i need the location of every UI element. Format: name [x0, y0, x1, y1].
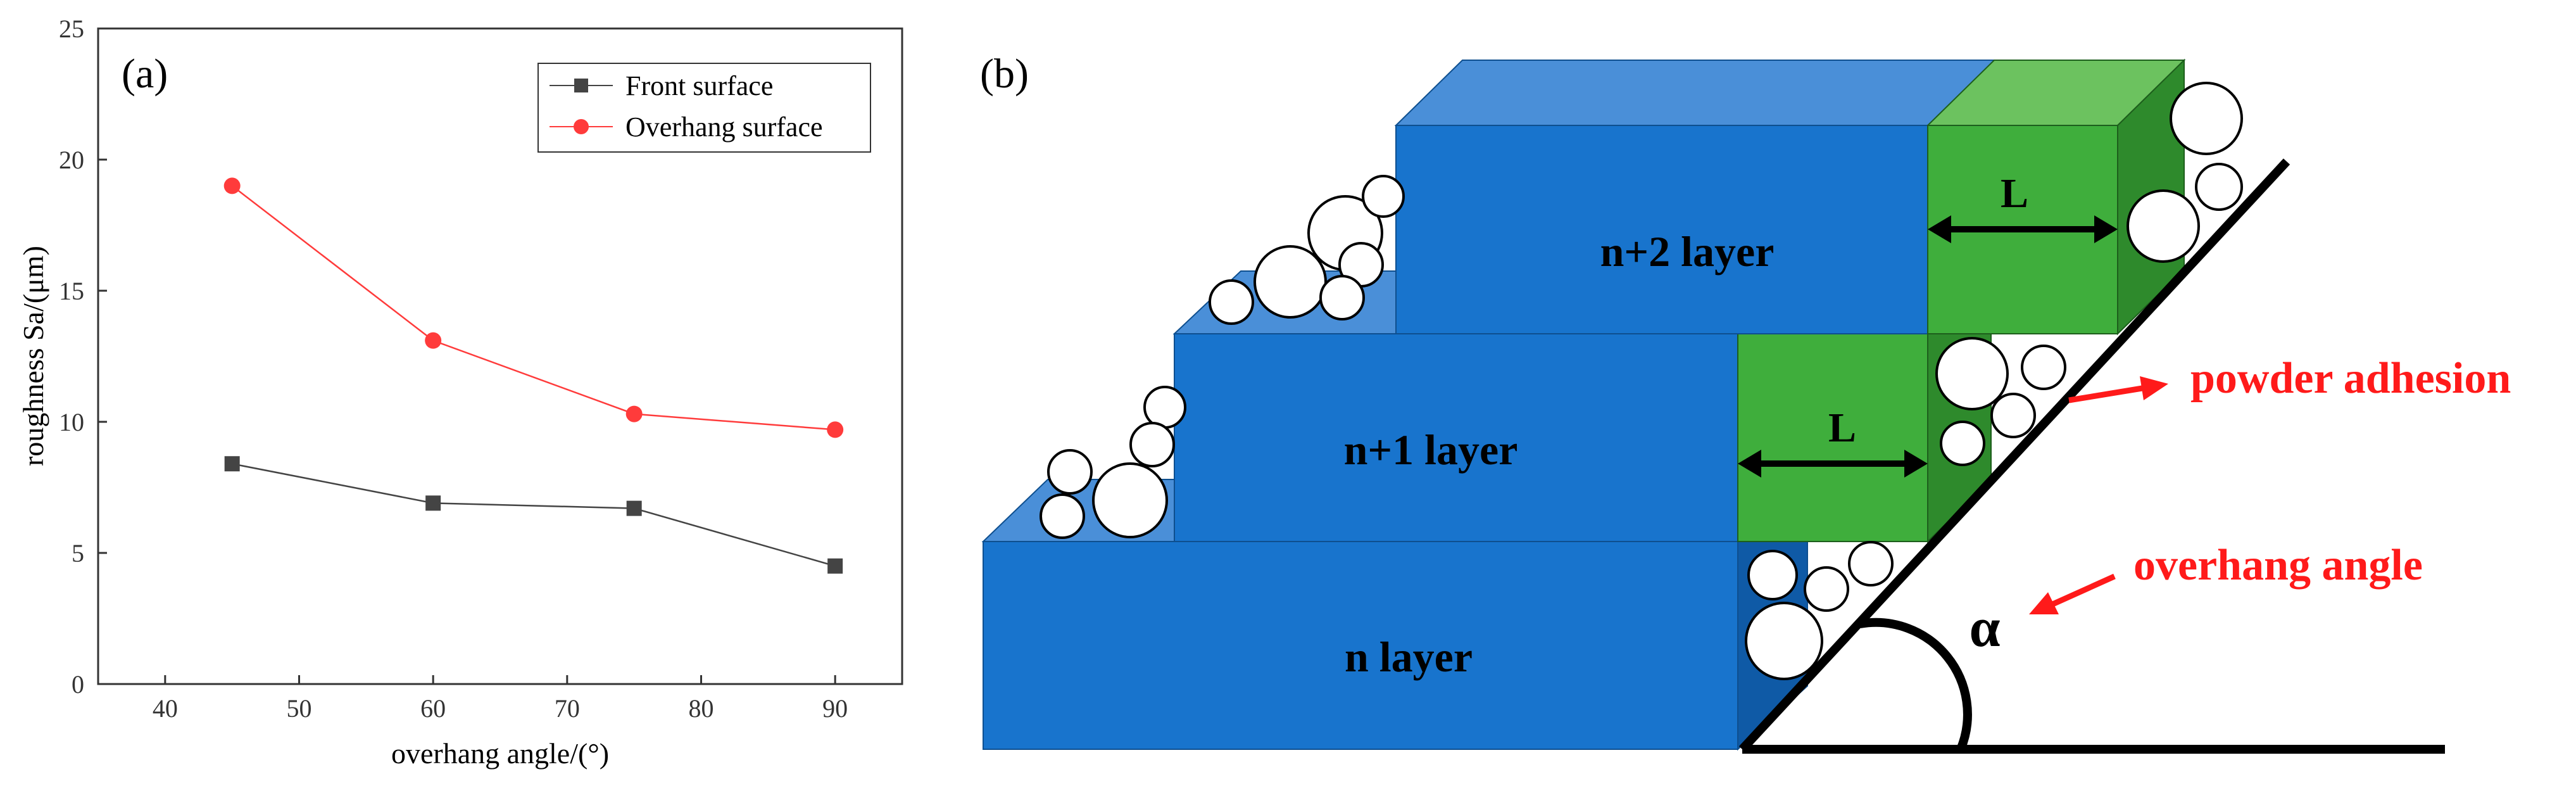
series-line-0 [232, 463, 836, 567]
overhang-schematic: (b) n layer n+1 layer n+2 layer [980, 51, 2511, 754]
annotation-powder-label: powder adhesion [2190, 354, 2511, 403]
data-point [625, 405, 643, 422]
chart-legend: Front surface Overhang surface [537, 63, 871, 153]
layer-n1-front [1174, 333, 1738, 542]
dimension-L-upper: L [1928, 170, 2118, 243]
layer-n-front [983, 541, 1738, 750]
angle-arc [1859, 618, 1972, 751]
roughness-chart: (a) 40 50 60 70 80 90 0 5 10 15 20 25 overhang ang… [17, 15, 903, 770]
layer-n2-front [1395, 125, 1928, 334]
series-line-1 [231, 185, 836, 431]
layer-n-label: n layer [1345, 633, 1473, 681]
y-tick-label: 15 [59, 277, 84, 305]
legend-box [537, 63, 871, 153]
y-axis-label: roughness Sa/(μm) [17, 246, 49, 466]
x-tick-label: 50 [287, 694, 312, 723]
dimension-L-lower: L [1738, 405, 1928, 478]
y-axis-ticks: 0 5 10 15 20 25 [59, 15, 107, 699]
x-axis-label: overhang angle/(°) [391, 737, 609, 770]
slope-line [1738, 158, 2290, 752]
annotation-overhang-angle: overhang angle [2029, 541, 2423, 614]
series-layer [223, 177, 844, 574]
powder-particles [1040, 82, 2243, 680]
x-tick-label: 90 [822, 694, 848, 723]
y-tick-label: 0 [72, 670, 84, 699]
data-point [224, 456, 240, 472]
data-point [827, 558, 843, 574]
dimension-L-upper-label: L [2001, 170, 2028, 217]
angle-symbol: α [1969, 597, 2000, 659]
overhang-n1-front [1737, 333, 1928, 542]
layer-n2: n+2 layer [1394, 58, 2186, 336]
x-tick-label: 60 [420, 694, 446, 723]
legend-label-front: Front surface [625, 70, 773, 101]
legend-marker-overhang [574, 119, 589, 134]
data-point [223, 177, 241, 194]
legend-marker-front [574, 79, 588, 92]
annotation-angle-label: overhang angle [2133, 541, 2423, 590]
data-point [425, 332, 442, 349]
plot-frame [97, 27, 903, 685]
x-tick-label: 70 [555, 694, 580, 723]
data-point [626, 500, 642, 516]
layer-n1-label: n+1 layer [1344, 426, 1518, 474]
y-tick-label: 10 [59, 408, 84, 436]
x-tick-label: 80 [689, 694, 714, 723]
panel-a-label: (a) [122, 51, 168, 97]
x-axis-ticks: 40 50 60 70 80 90 [153, 675, 848, 723]
data-point [425, 495, 441, 511]
annotation-powder-adhesion: powder adhesion [2068, 354, 2511, 403]
y-tick-label: 20 [59, 146, 84, 174]
x-tick-label: 40 [153, 694, 178, 723]
data-point [827, 421, 844, 438]
legend-label-overhang: Overhang surface [625, 111, 823, 143]
layer-n2-label: n+2 layer [1600, 227, 1775, 276]
dimension-L-lower-label: L [1828, 405, 1856, 451]
panel-b-label: (b) [980, 51, 1029, 97]
y-tick-label: 5 [72, 539, 84, 567]
y-tick-label: 25 [59, 15, 84, 43]
